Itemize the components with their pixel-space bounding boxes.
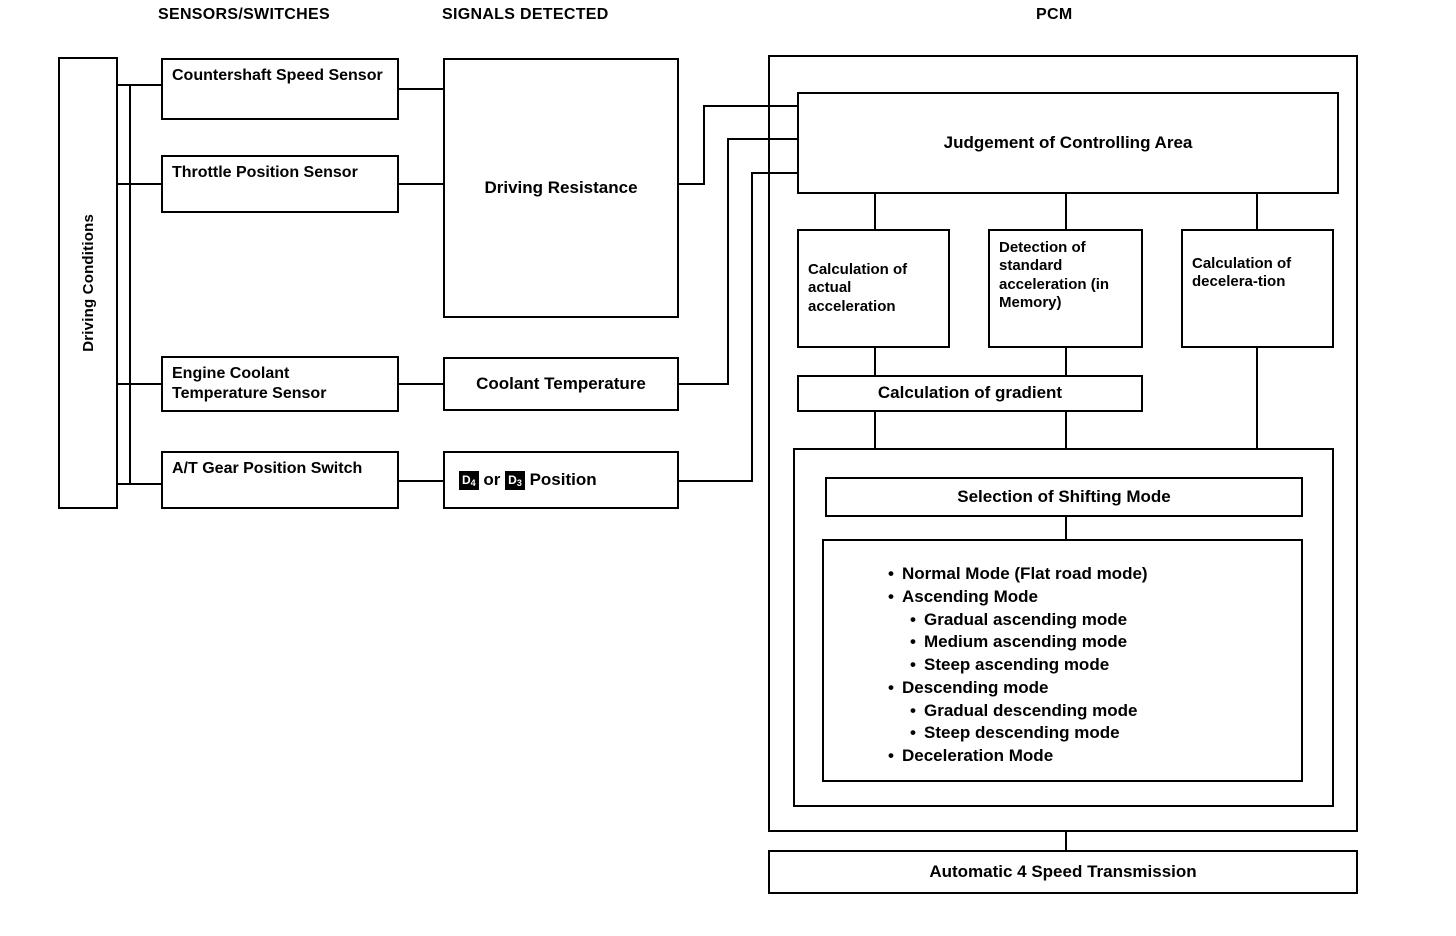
sensor-box-at-gear-position-switch: A/T Gear Position Switch [161,451,399,509]
route-coolant-v [727,138,729,385]
pcm-box-selection-of-shifting-mode: Selection of Shifting Mode [825,477,1303,517]
bullet-icon: • [888,586,894,606]
signal-label: Coolant Temperature [476,373,646,393]
shifting-mode-label: Gradual ascending mode [924,609,1128,629]
shifting-mode-item: • Deceleration Mode [888,745,1301,768]
sensor-box-countershaft-speed-sensor: Countershaft Speed Sensor [161,58,399,120]
pcm-box-calculation-of-actual-acceleration: Calculation of actual acceleration [797,229,950,348]
pcm-box-calculation-of-deceleration: Calculation of decelera-tion [1181,229,1334,348]
bullet-icon: • [888,746,894,766]
calc-deceleration-label: Calculation of decelera-tion [1192,255,1292,291]
connector-judgement-to-deceleration [1256,194,1258,229]
bullet-icon: • [910,723,916,743]
signal-box-coolant-temperature: Coolant Temperature [443,357,679,411]
pcm-box-judgement-of-controlling-area: Judgement of Controlling Area [797,92,1339,194]
shifting-mode-label: Normal Mode (Flat road mode) [902,564,1148,583]
connector-dc-to-coolant-sensor [118,383,162,385]
sensor-label: Countershaft Speed Sensor [172,67,383,84]
shifting-mode-item: • Steep ascending mode [910,654,1301,677]
connector-actual-accel-to-gradient [874,348,876,375]
sensor-box-engine-coolant-temperature-sensor: Engine Coolant Temperature Sensor [161,356,399,412]
driving-conditions-block: Driving Conditions [58,57,118,509]
sensor-box-throttle-position-sensor: Throttle Position Sensor [161,155,399,213]
driving-conditions-label: Driving Conditions [79,214,97,352]
shifting-mode-label: Descending mode [902,677,1049,697]
gear-d4-icon: D4 [459,470,479,490]
pcm-outer-container [768,55,1358,832]
bullet-icon: • [910,655,916,675]
calc-actual-acceleration-label: Calculation of actual acceleration [808,261,908,315]
shifting-mode-label: Ascending Mode [902,586,1039,606]
bullet-icon: • [910,700,916,720]
pcm-box-shifting-modes-list: • Normal Mode (Flat road mode) • Ascending … [822,539,1303,782]
shifting-mode-item: • Descending mode [888,677,1301,700]
shifting-mode-item: • Medium ascending mode [910,631,1301,654]
connector-gradient-to-shifting-container-left [874,412,876,448]
shifting-mode-item: • Gradual ascending mode [910,609,1301,632]
calc-gradient-label: Calculation of gradient [877,383,1063,403]
route-driving-resistance-h1 [679,183,705,185]
sensor-label: Throttle Position Sensor [172,164,358,181]
connector-standard-accel-to-gradient [1065,348,1067,375]
route-gear-h1 [679,480,753,482]
gear-suffix: Position [529,469,597,489]
connector-gear-switch-to-gear-position [399,480,443,482]
route-coolant-h1 [679,383,729,385]
detection-standard-acceleration-label: Detection of standard acceleration (in M… [999,239,1110,311]
route-gear-h2 [751,172,799,174]
gear-conjunction: or [483,469,501,489]
shifting-mode-label: Medium ascending mode [924,632,1128,652]
bullet-icon: • [888,564,894,583]
shifting-mode-item: • Normal Mode (Flat road mode) [888,563,1301,586]
connector-gradient-to-shifting-container-right [1065,412,1067,448]
selection-of-shifting-mode-label: Selection of Shifting Mode [957,486,1171,506]
shifting-modes-list: • Normal Mode (Flat road mode) • Ascending … [824,563,1301,768]
route-driving-resistance-v [703,105,705,185]
connector-dc-to-throttle [118,183,162,185]
route-gear-v [751,172,753,482]
connector-dc-to-countershaft [118,84,162,86]
bullet-icon: • [888,677,894,697]
connector-judgement-to-actual-accel [874,194,876,229]
pcm-shifting-mode-container [793,448,1334,807]
route-coolant-h2 [727,138,799,140]
shifting-mode-label: Gradual descending mode [924,700,1138,720]
connector-dc-to-gear-switch [118,483,162,485]
signal-label: Driving Resistance [484,177,638,197]
transmission-label: Automatic 4 Speed Transmission [929,861,1197,881]
sensor-label: A/T Gear Position Switch [172,460,363,477]
gear-d3-icon: D3 [505,470,525,490]
shifting-mode-label: Deceleration Mode [902,746,1054,766]
connector-coolant-sensor-to-coolant-temp [399,383,443,385]
output-box-automatic-transmission: Automatic 4 Speed Transmission [768,850,1358,894]
driving-conditions-spine [129,84,131,484]
shifting-mode-label: Steep descending mode [924,723,1120,743]
connector-selection-to-modes-list [1065,517,1067,539]
route-driving-resistance-h2 [703,105,799,107]
sensor-label: Engine Coolant Temperature Sensor [172,365,327,402]
column-header-sensors: SENSORS/SWITCHES [158,6,330,23]
signal-box-gear-position: D4 or D3 Position [443,451,679,509]
shifting-mode-label: Steep ascending mode [924,655,1110,675]
pcm-box-detection-of-standard-acceleration: Detection of standard acceleration (in M… [988,229,1143,348]
gear-position-label: D4 or D3 Position [459,470,597,491]
bullet-icon: • [910,632,916,652]
judgement-label: Judgement of Controlling Area [943,132,1193,152]
connector-pcm-to-transmission [1065,832,1067,859]
column-header-signals: SIGNALS DETECTED [442,6,609,23]
connector-countershaft-to-driving-resistance [399,88,443,90]
shifting-mode-item: • Ascending Mode [888,586,1301,609]
shifting-mode-item: • Steep descending mode [910,722,1301,745]
signal-box-driving-resistance: Driving Resistance [443,58,679,318]
connector-throttle-to-driving-resistance [399,183,443,185]
bullet-icon: • [910,609,916,629]
shifting-mode-item: • Gradual descending mode [910,700,1301,723]
pcm-box-calculation-of-gradient: Calculation of gradient [797,375,1143,412]
column-header-pcm: PCM [1036,6,1073,23]
connector-judgement-to-standard-accel [1065,194,1067,229]
connector-deceleration-to-shifting-container [1256,348,1258,448]
